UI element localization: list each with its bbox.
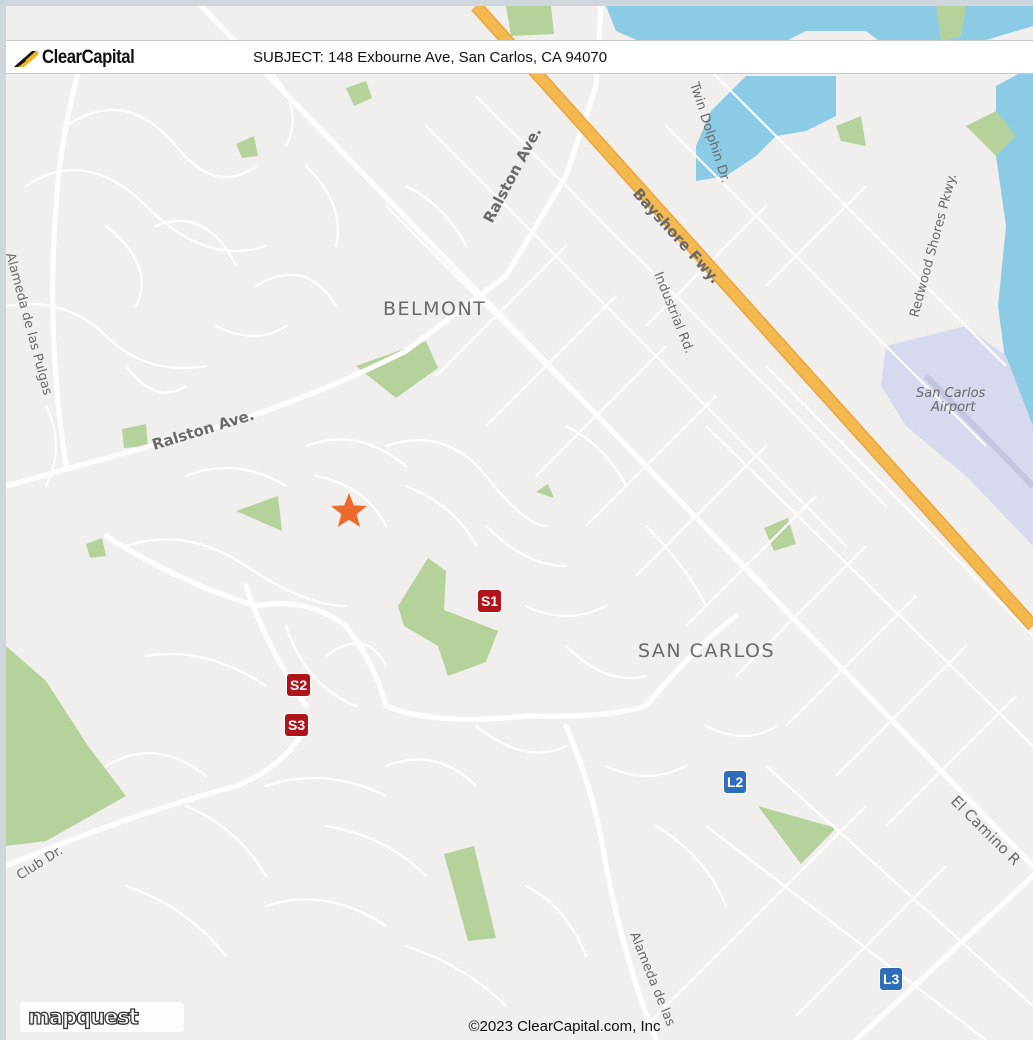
comp-marker-s1[interactable]: S1: [478, 590, 502, 612]
label-airport-line2: Airport: [930, 400, 976, 415]
label-san-carlos: SAN CARLOS: [638, 640, 775, 662]
clearcapital-logo-icon: [14, 51, 38, 67]
label-airport-line1: San Carlos: [916, 386, 986, 401]
mapquest-wordmark: mapquest: [27, 1004, 139, 1029]
water-bay: [606, 6, 1033, 536]
parks: [6, 6, 1016, 941]
brand-name: ClearCapital: [42, 47, 135, 68]
subject-address: SUBJECT: 148 Exbourne Ave, San Carlos, C…: [253, 49, 608, 66]
mapquest-logo: mapquest: [20, 1002, 184, 1032]
comp-marker-s2[interactable]: S2: [287, 674, 311, 696]
label-belmont: BELMONT: [383, 298, 486, 320]
subject-star-icon[interactable]: [331, 493, 367, 527]
copyright-text: ©2023 ClearCapital.com, Inc: [468, 1018, 661, 1035]
header-bar: ClearCapital SUBJECT: 148 Exbourne Ave, …: [6, 40, 1033, 74]
airport-area: [881, 326, 1033, 546]
comp-marker-s3[interactable]: S3: [285, 714, 309, 736]
map-frame: BELMONT SAN CARLOS Ralston Ave. Ralston …: [6, 6, 1033, 1040]
minor-streets: [6, 64, 778, 1008]
listing-marker-l2[interactable]: L2: [724, 771, 747, 793]
map-canvas[interactable]: BELMONT SAN CARLOS Ralston Ave. Ralston …: [6, 6, 1033, 1040]
bayshore-freeway: [471, 6, 1033, 631]
listing-marker-l3[interactable]: L3: [880, 968, 903, 990]
clearcapital-logo: ClearCapital: [12, 46, 147, 70]
